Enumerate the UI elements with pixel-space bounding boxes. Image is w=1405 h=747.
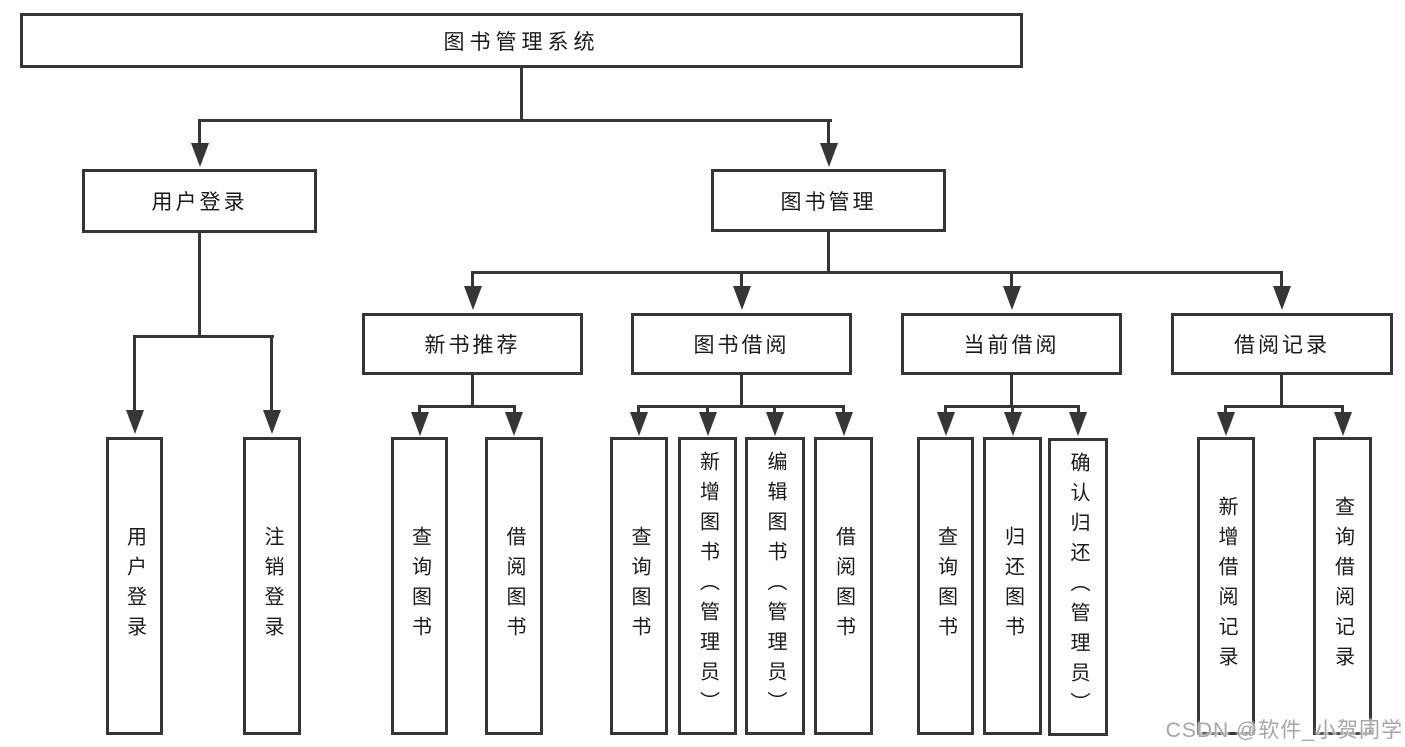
arrow-down-icon — [464, 286, 482, 310]
leaf-edit-books-admin: 编辑图书（管理员） — [745, 437, 805, 735]
arrow-down-icon — [263, 410, 281, 434]
leaf-confirm-return-admin: 确认归还（管理员） — [1048, 438, 1108, 736]
arrow-down-icon — [699, 412, 717, 436]
connector-line — [1224, 405, 1227, 416]
arrow-down-icon — [1273, 286, 1291, 310]
arrow-down-icon — [126, 410, 144, 434]
connector-line — [1280, 373, 1283, 408]
leaf-label: 查询图书 — [628, 526, 650, 646]
connector-line — [827, 230, 830, 274]
node-new-book-recommend: 新书推荐 — [362, 313, 583, 375]
node-user-login: 用户登录 — [82, 169, 317, 233]
node-label: 当前借阅 — [963, 334, 1060, 357]
arrow-down-icon — [1069, 412, 1087, 436]
node-label: 用户登录 — [151, 191, 248, 214]
arrow-down-icon — [630, 412, 648, 436]
leaf-label: 用户登录 — [123, 526, 146, 646]
connector-line — [418, 405, 421, 416]
leaf-query-books-borrow: 查询图书 — [610, 437, 668, 735]
connector-line — [133, 335, 136, 412]
leaf-label: 注销登录 — [261, 526, 283, 646]
connector-line — [637, 405, 845, 408]
connector-line — [944, 405, 947, 416]
leaf-label: 查询借阅记录 — [1331, 496, 1354, 676]
leaf-add-books-admin: 新增图书（管理员） — [678, 437, 737, 735]
connector-line — [1077, 405, 1080, 416]
leaf-label: 借阅图书 — [503, 526, 525, 646]
node-current-borrow: 当前借阅 — [901, 313, 1122, 375]
connector-line — [471, 271, 1283, 274]
node-borrow-records: 借阅记录 — [1171, 313, 1393, 375]
connector-line — [133, 335, 274, 338]
node-book-borrow: 图书借阅 — [631, 313, 852, 375]
connector-line — [1280, 271, 1283, 288]
connector-line — [198, 119, 201, 145]
connector-line — [827, 119, 830, 145]
connector-line — [1011, 405, 1014, 416]
leaf-add-borrow-record: 新增借阅记录 — [1197, 437, 1255, 735]
arrow-down-icon — [733, 286, 751, 310]
arrow-down-icon — [411, 412, 429, 436]
leaf-user-login: 用户登录 — [106, 437, 163, 735]
connector-line — [1010, 271, 1013, 288]
arrow-down-icon — [1004, 412, 1022, 436]
leaf-query-books-recommend: 查询图书 — [391, 437, 448, 735]
arrow-down-icon — [937, 412, 955, 436]
leaf-label: 查询图书 — [934, 526, 957, 646]
node-label: 图书借阅 — [693, 334, 790, 357]
connector-line — [471, 373, 474, 408]
node-label: 图书管理 — [780, 190, 877, 214]
connector-line — [520, 66, 523, 122]
node-root: 图书管理系统 — [20, 13, 1023, 68]
connector-line — [773, 405, 776, 416]
leaf-label: 确认归还（管理员） — [1067, 452, 1089, 722]
leaf-query-books-current: 查询图书 — [917, 437, 974, 735]
leaf-return-books: 归还图书 — [983, 437, 1042, 735]
connector-line — [198, 231, 201, 338]
connector-line — [270, 335, 273, 412]
connector-line — [513, 405, 516, 416]
csdn-watermark: CSDN @软件_小贺同学 — [1165, 719, 1403, 742]
arrow-down-icon — [1334, 412, 1352, 436]
arrow-down-icon — [820, 143, 838, 167]
leaf-query-borrow-record: 查询借阅记录 — [1313, 437, 1372, 735]
leaf-label: 新增图书（管理员） — [696, 451, 719, 721]
arrow-down-icon — [835, 412, 853, 436]
connector-line — [740, 271, 743, 288]
node-book-management: 图书管理 — [711, 169, 946, 232]
leaf-label: 查询图书 — [408, 526, 431, 646]
connector-line — [198, 119, 832, 122]
arrow-down-icon — [1217, 412, 1235, 436]
arrow-down-icon — [191, 143, 209, 167]
node-label: 借阅记录 — [1234, 334, 1330, 357]
connector-line — [418, 405, 516, 408]
leaf-borrow-books-recommend: 借阅图书 — [485, 437, 543, 735]
leaf-label: 归还图书 — [1001, 526, 1024, 646]
connector-line — [842, 405, 845, 416]
connector-line — [706, 405, 709, 416]
connector-line — [1010, 373, 1013, 408]
connector-line — [1224, 405, 1344, 408]
connector-line — [637, 405, 640, 416]
arrow-down-icon — [505, 412, 523, 436]
connector-line — [740, 373, 743, 408]
connector-line — [1341, 405, 1344, 416]
leaf-logout: 注销登录 — [243, 437, 301, 735]
node-root-label: 图书管理系统 — [443, 30, 600, 54]
leaf-label: 编辑图书（管理员） — [764, 451, 786, 721]
leaf-label: 新增借阅记录 — [1215, 496, 1237, 676]
arrow-down-icon — [766, 412, 784, 436]
connector-line — [471, 271, 474, 288]
node-label: 新书推荐 — [424, 334, 521, 357]
arrow-down-icon — [1003, 286, 1021, 310]
leaf-borrow-books: 借阅图书 — [814, 437, 873, 735]
leaf-label: 借阅图书 — [832, 526, 855, 646]
